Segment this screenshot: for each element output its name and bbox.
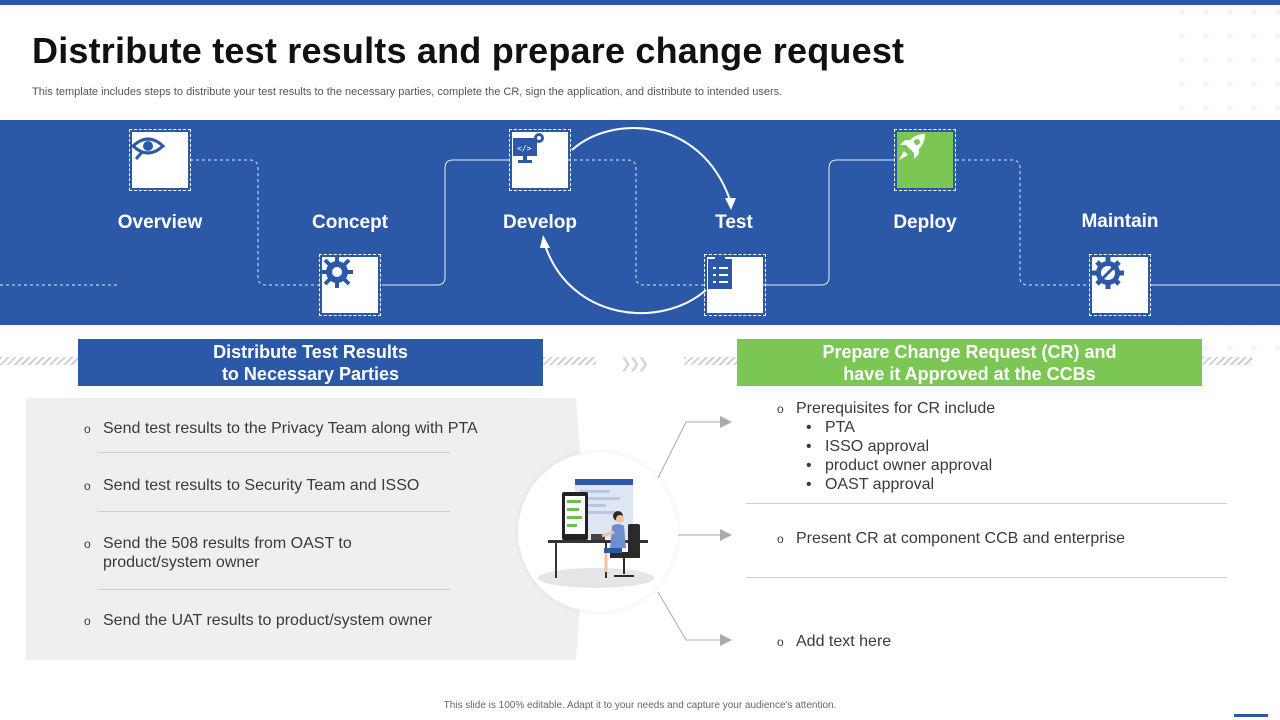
- page-subtitle: This template includes steps to distribu…: [32, 86, 783, 98]
- circle-bullet: o: [84, 422, 91, 436]
- phase-label-deploy: Deploy: [893, 212, 957, 233]
- footer-note: This slide is 100% editable. Adapt it to…: [443, 700, 837, 711]
- rocket-icon: [897, 132, 953, 188]
- concept-icon-frame: [319, 254, 381, 316]
- sub-list-item: • OAST approval: [806, 476, 935, 493]
- list-item: o Add text here: [777, 632, 1217, 651]
- list-item: o Present CR at component CCB and enterp…: [777, 529, 1217, 548]
- right-heading-line-1: Prepare Change Request (CR) and: [822, 341, 1117, 362]
- item-divider: [97, 511, 450, 512]
- list-item: o Prerequisites for CR include • PTA • I…: [777, 399, 1217, 494]
- left-item-text: Send test results to Security Team and I…: [103, 477, 420, 494]
- phase-label-test: Test: [715, 212, 753, 233]
- code-monitor-icon: </>: [512, 132, 568, 188]
- circle-bullet: o: [777, 402, 784, 416]
- corner-accent-line: [1234, 714, 1268, 717]
- item-divider: [746, 503, 1227, 504]
- item-divider: [97, 589, 450, 590]
- circle-bullet: o: [84, 614, 91, 628]
- hatch-divider: [543, 357, 596, 365]
- process-connector-lines: [0, 127, 1280, 315]
- develop-icon-frame: </>: [509, 129, 571, 191]
- hatch-divider: [684, 357, 737, 365]
- item-divider: [746, 577, 1227, 578]
- hatch-divider: [0, 357, 78, 365]
- circle-bullet: o: [777, 532, 784, 546]
- phase-label-overview: Overview: [117, 212, 203, 233]
- person-at-computer-icon: [538, 479, 654, 588]
- circle-bullet: o: [777, 635, 784, 649]
- list-item: o Send the 508 results from OAST to prod…: [84, 534, 504, 572]
- list-item: o Send test results to Security Team and…: [84, 476, 504, 495]
- deploy-icon-frame: [894, 129, 956, 191]
- maintain-icon-frame: [1089, 254, 1151, 316]
- circle-bullet: o: [84, 479, 91, 493]
- illustration-circle: [518, 452, 678, 612]
- left-heading-line-2: to Necessary Parties: [221, 363, 400, 384]
- left-item-text: Send the 508 results from OAST to: [103, 535, 352, 552]
- wrench-gear-icon: [1092, 257, 1148, 313]
- right-item-text: Present CR at component CCB and enterpri…: [796, 530, 1126, 547]
- sub-list-item: • ISSO approval: [806, 438, 930, 455]
- left-item-text: Send test results to the Privacy Team al…: [103, 420, 478, 437]
- brain-gear-icon: [321, 256, 378, 313]
- branch-arrows: [657, 416, 732, 646]
- eye-icon: [130, 132, 188, 188]
- right-item-text: Prerequisites for CR include: [796, 400, 996, 417]
- sub-list-item: • PTA: [806, 419, 855, 436]
- phase-label-develop: Develop: [503, 212, 577, 233]
- test-icon-frame: [704, 254, 766, 316]
- top-accent-bar: [0, 0, 1280, 5]
- circle-bullet: o: [84, 537, 91, 551]
- left-heading-line-1: Distribute Test Results: [213, 341, 408, 362]
- phase-label-concept: Concept: [312, 212, 388, 233]
- checklist-icon: [707, 256, 763, 313]
- left-item-text: Send the UAT results to product/system o…: [103, 612, 433, 629]
- svg-text:</>: </>: [517, 144, 532, 153]
- list-item: o Send test results to the Privacy Team …: [84, 419, 504, 438]
- sub-list-item: • product owner approval: [806, 457, 993, 474]
- item-divider: [97, 452, 450, 453]
- chevron-arrows-icon: ❯❯❯: [620, 355, 649, 371]
- right-item-text: Add text here: [796, 633, 892, 650]
- page-title: Distribute test results and prepare chan…: [32, 30, 905, 71]
- process-band: Overview Concept </> Develop Test Deploy…: [0, 120, 1280, 325]
- overview-icon-frame: [129, 129, 191, 191]
- phase-label-maintain: Maintain: [1081, 211, 1159, 232]
- sub-list: • PTA • ISSO approval • product owner ap…: [806, 418, 1217, 494]
- list-item: o Send the UAT results to product/system…: [84, 611, 504, 630]
- left-content-panel: [26, 398, 586, 660]
- left-item-text-line-2: product/system owner: [103, 554, 260, 571]
- right-heading-line-2: have it Approved at the CCBs: [843, 363, 1096, 384]
- hatch-divider: [1202, 357, 1252, 365]
